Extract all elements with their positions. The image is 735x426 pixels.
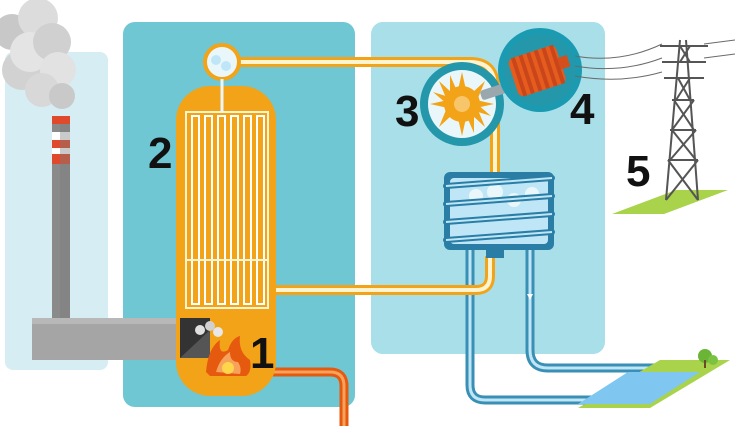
power-lines (574, 39, 735, 80)
return-pipe (272, 256, 495, 295)
chimney-base-shade (32, 318, 202, 324)
label-generator: 4 (570, 85, 595, 134)
fire-icon (206, 336, 251, 376)
cooling-water-lines (465, 250, 660, 405)
turbine (420, 62, 504, 146)
smoke-cloud (0, 0, 76, 109)
river-field (578, 349, 730, 408)
boiler (176, 43, 276, 396)
furnace (180, 318, 251, 376)
label-turbine: 3 (395, 87, 419, 136)
chimney-base (32, 318, 202, 360)
steam-drum (203, 43, 241, 81)
generator (498, 28, 582, 112)
label-transmission-tower: 5 (626, 147, 650, 196)
condenser (443, 172, 555, 258)
label-furnace: 1 (250, 329, 274, 378)
chimney (52, 116, 70, 331)
transmission-tower (612, 39, 728, 214)
label-boiler: 2 (148, 129, 172, 178)
